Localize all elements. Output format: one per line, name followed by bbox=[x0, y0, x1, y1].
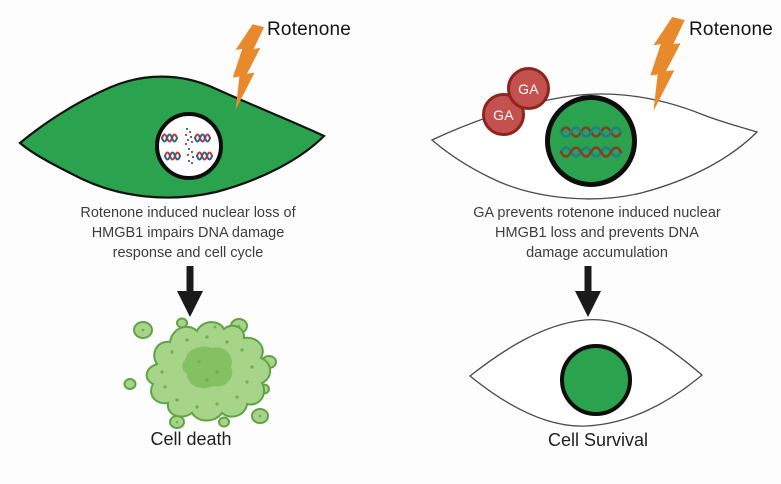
left-caption-line3: response and cell cycle bbox=[112, 245, 264, 261]
right-down-arrow-icon bbox=[575, 266, 601, 317]
left-outcome-label: Cell death bbox=[150, 429, 232, 449]
dna-fragment-dots bbox=[184, 127, 195, 165]
right-caption: GA prevents rotenone induced nuclear HMG… bbox=[447, 203, 747, 263]
surviving-cell-nucleus bbox=[560, 344, 632, 416]
left-stimulus-label: Rotenone bbox=[267, 19, 352, 40]
ga-label: GA bbox=[518, 80, 539, 97]
right-caption-line3: damage accumulation bbox=[526, 245, 668, 261]
right-outcome-label: Cell Survival bbox=[547, 430, 649, 450]
left-caption-line2: HMGB1 impairs DNA damage bbox=[91, 225, 285, 241]
left-caption: Rotenone induced nuclear loss of HMGB1 i… bbox=[56, 203, 320, 263]
intact-dna-icon bbox=[559, 126, 623, 158]
apoptotic-cell-speckles bbox=[141, 324, 262, 424]
right-caption-line1: GA prevents rotenone induced nuclear bbox=[473, 205, 721, 221]
lightning-bolt-icon bbox=[232, 24, 265, 110]
apoptotic-cell-core bbox=[182, 346, 233, 389]
right-nucleus bbox=[545, 95, 637, 187]
ga-molecule-upper: GA bbox=[507, 67, 550, 110]
left-caption-line1: Rotenone induced nuclear loss of bbox=[80, 205, 296, 221]
fragmented-dna-icon bbox=[161, 127, 213, 165]
left-down-arrow-icon bbox=[177, 266, 203, 317]
ga-label: GA bbox=[493, 106, 514, 123]
right-stimulus-label: Rotenone bbox=[689, 19, 774, 40]
right-caption-line2: HMGB1 loss and prevents DNA bbox=[495, 225, 699, 241]
apoptotic-cell-icon bbox=[123, 317, 277, 429]
lightning-bolt-icon bbox=[650, 17, 685, 111]
left-nucleus bbox=[155, 112, 223, 180]
